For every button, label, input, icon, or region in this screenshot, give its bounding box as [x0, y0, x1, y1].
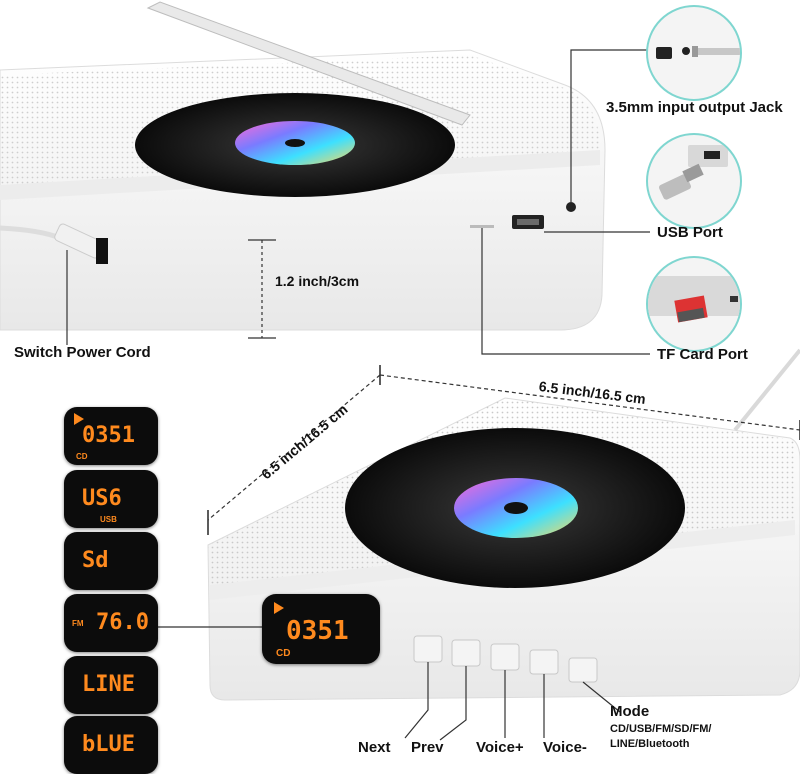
next-label: Next [358, 739, 391, 756]
voice-down-label: Voice- [543, 739, 587, 756]
display-panel: bLUE [64, 716, 158, 774]
main-display-tag: CD [276, 648, 291, 659]
usb-detail-circle [646, 133, 742, 229]
jack-detail-circle [646, 5, 742, 101]
tf-label: TF Card Port [657, 346, 748, 363]
voice-down-key [529, 649, 559, 675]
next-key [413, 635, 443, 663]
main-display-panel: 0351 CD [262, 594, 380, 664]
prev-key [451, 639, 481, 667]
display-digits: US6 [82, 486, 122, 511]
voice-up-key [490, 643, 520, 671]
height-label: 1.2 inch/3cm [275, 273, 360, 289]
usb-label: USB Port [657, 224, 723, 241]
mode-label: Mode [610, 703, 650, 720]
play-icon [274, 602, 284, 614]
mode-sub-label: CD/USB/FM/SD/FM/ [610, 723, 712, 735]
main-display-digits: 0351 [286, 616, 349, 646]
play-icon [74, 413, 84, 425]
tf-slot-shape [470, 225, 494, 228]
voice-up-label: Voice+ [476, 739, 524, 756]
display-panel: Sd [64, 532, 158, 590]
display-tag: USB [100, 515, 117, 524]
display-digits: bLUE [82, 732, 135, 757]
top-lid [146, 1, 471, 126]
display-digits: 0351 [82, 423, 135, 448]
display-digits: LINE [82, 672, 135, 697]
display-tag: CD [76, 452, 88, 461]
mode-sub-label-2: LINE/Bluetooth [610, 738, 690, 750]
power-label: Switch Power Cord [14, 344, 151, 361]
prev-label: Prev [411, 739, 444, 756]
jack-label: 3.5mm input output Jack [606, 99, 783, 116]
display-panel: 76.0 FM [64, 594, 158, 652]
mode-key [568, 657, 598, 683]
display-digits: Sd [82, 548, 109, 573]
display-panel: LINE [64, 656, 158, 714]
display-tag: FM [72, 619, 84, 628]
tf-detail-circle [646, 256, 742, 352]
display-digits: 76.0 [96, 610, 149, 635]
jack-shape [566, 202, 576, 212]
